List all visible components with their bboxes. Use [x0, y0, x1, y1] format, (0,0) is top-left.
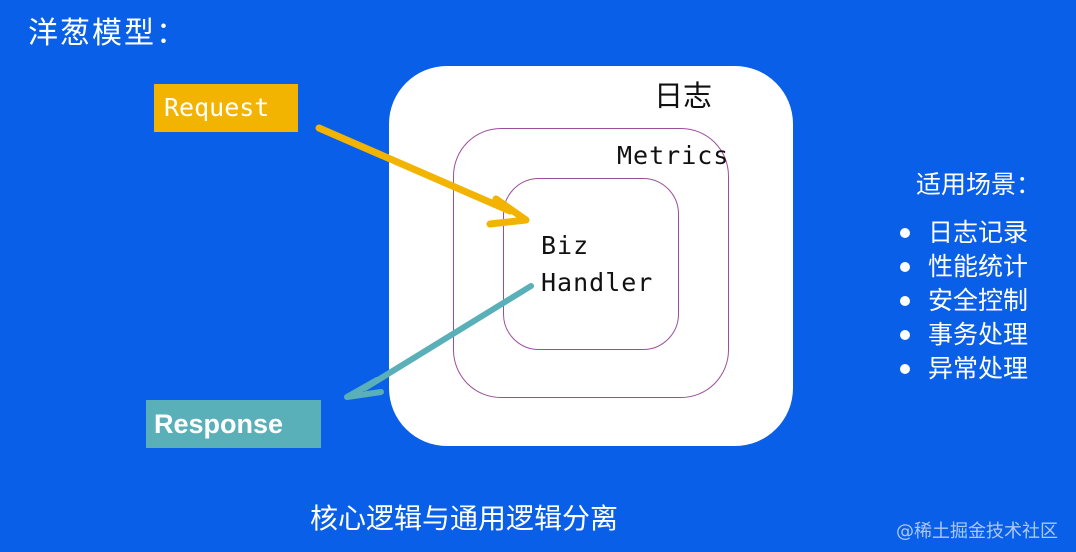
- scenario-item: 性能统计: [900, 250, 1068, 284]
- bullet-icon: [900, 262, 910, 272]
- scenario-label: 事务处理: [928, 320, 1029, 349]
- caption: 核心逻辑与通用逻辑分离: [310, 502, 619, 535]
- scenario-item: 日志记录: [900, 216, 1068, 250]
- inner-layer-label-line2: Handler: [541, 268, 654, 297]
- inner-layer-biz-handler: [503, 178, 679, 350]
- outer-layer-label: 日志: [654, 79, 713, 113]
- scenario-item: 事务处理: [900, 318, 1068, 352]
- middle-layer-metrics: [453, 128, 729, 398]
- scenarios-panel: 适用场景： 日志记录 性能统计 安全控制 事务处理 异常处理: [900, 168, 1068, 386]
- scenario-item: 异常处理: [900, 352, 1068, 386]
- scenario-label: 性能统计: [928, 252, 1029, 281]
- bullet-icon: [900, 364, 910, 374]
- scenarios-title: 适用场景：: [916, 170, 1042, 199]
- scenario-item: 安全控制: [900, 284, 1068, 318]
- bullet-icon: [900, 330, 910, 340]
- middle-layer-label: Metrics: [617, 141, 730, 170]
- scenario-label: 安全控制: [928, 286, 1029, 315]
- watermark: @稀土掘金技术社区: [896, 521, 1058, 542]
- scenarios-list: 日志记录 性能统计 安全控制 事务处理 异常处理: [900, 216, 1068, 386]
- scenario-label: 日志记录: [928, 218, 1029, 247]
- scenario-label: 异常处理: [928, 354, 1029, 383]
- bullet-icon: [900, 228, 910, 238]
- response-box: Response: [146, 400, 321, 448]
- request-box: Request: [154, 84, 298, 132]
- bullet-icon: [900, 296, 910, 306]
- slide-title: 洋葱模型：: [28, 16, 188, 51]
- inner-layer-label-line1: Biz: [541, 231, 590, 260]
